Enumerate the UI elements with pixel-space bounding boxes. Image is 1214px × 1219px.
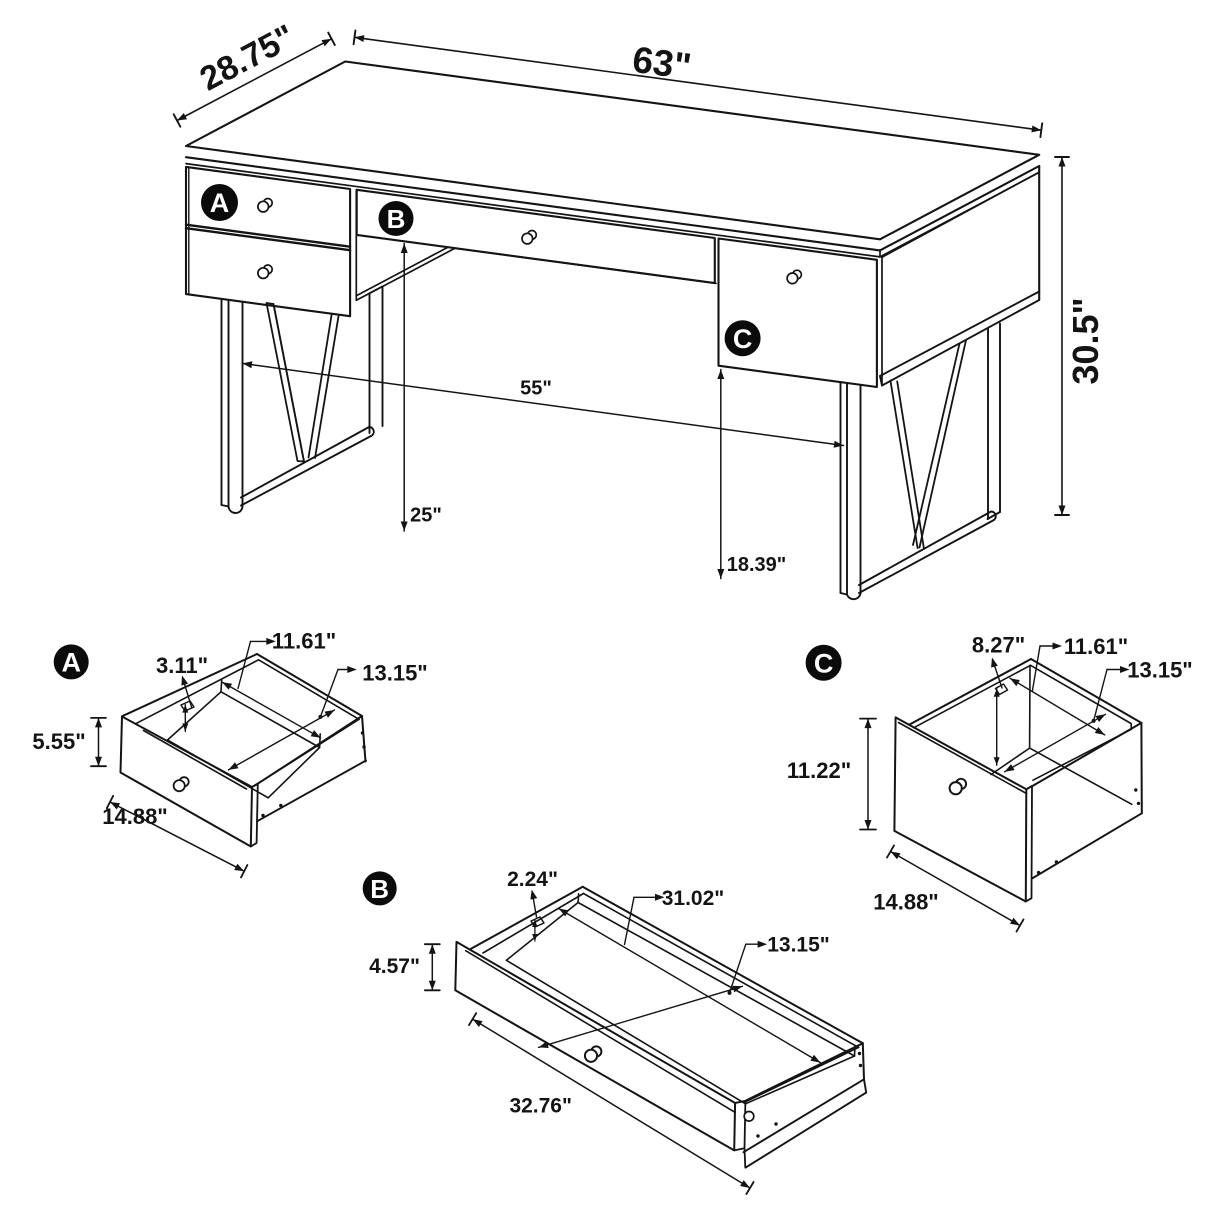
svg-text:30.5": 30.5" xyxy=(1065,297,1106,384)
svg-text:B: B xyxy=(387,204,406,234)
svg-text:32.76": 32.76" xyxy=(509,1095,572,1118)
svg-text:18.39": 18.39" xyxy=(727,554,787,576)
svg-text:11.61": 11.61" xyxy=(1064,634,1128,659)
svg-text:C: C xyxy=(814,648,834,678)
svg-text:13.15": 13.15" xyxy=(362,660,427,685)
svg-text:13.15": 13.15" xyxy=(1127,657,1192,682)
svg-text:13.15": 13.15" xyxy=(767,934,830,957)
svg-text:4.57": 4.57" xyxy=(369,955,420,978)
svg-text:5.55": 5.55" xyxy=(32,729,85,754)
svg-text:8.27": 8.27" xyxy=(972,632,1025,657)
svg-text:14.88": 14.88" xyxy=(873,890,938,915)
svg-text:3.11": 3.11" xyxy=(156,653,208,678)
svg-text:B: B xyxy=(370,874,389,904)
svg-text:C: C xyxy=(733,324,753,354)
svg-text:A: A xyxy=(210,188,230,218)
svg-text:55": 55" xyxy=(520,378,552,400)
svg-text:14.88": 14.88" xyxy=(102,804,167,829)
svg-text:63": 63" xyxy=(630,39,694,87)
svg-text:A: A xyxy=(61,648,81,678)
svg-text:31.02": 31.02" xyxy=(662,887,725,910)
svg-text:11.22": 11.22" xyxy=(787,758,851,783)
svg-text:11.61": 11.61" xyxy=(272,628,336,653)
svg-text:25": 25" xyxy=(410,505,442,527)
svg-text:2.24": 2.24" xyxy=(507,868,558,891)
